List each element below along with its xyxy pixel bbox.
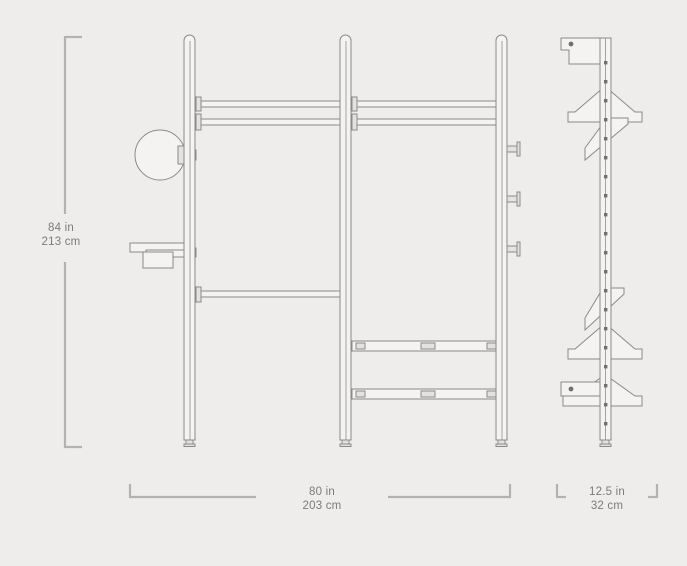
dimension-line-height xyxy=(63,35,82,449)
hanging-rail-upper-left xyxy=(195,96,347,112)
dimension-line-width xyxy=(128,484,512,499)
post-right xyxy=(495,34,508,447)
dimension-depth-metric: 32 cm xyxy=(590,500,624,512)
dimension-height-label: 84 in 213 cm xyxy=(18,221,104,249)
dimension-height-metric: 213 cm xyxy=(41,236,81,248)
perforated-standard xyxy=(599,37,612,447)
hanging-rail-middle-left xyxy=(195,286,347,303)
hanging-rail-second-right xyxy=(351,113,503,131)
side-elevation-view xyxy=(560,37,643,447)
hanging-rail-second-left xyxy=(195,113,347,131)
dimension-width-imperial: 80 in xyxy=(309,486,335,498)
valet-tray xyxy=(129,242,197,269)
hanging-rail-upper-right xyxy=(351,96,503,112)
dimension-width-label: 80 in 203 cm xyxy=(258,485,386,513)
dimension-line-depth xyxy=(555,484,659,499)
post-center xyxy=(339,34,352,447)
dimension-depth-label: 12.5 in 32 cm xyxy=(551,485,663,513)
post-left xyxy=(183,34,196,447)
dimension-width-metric: 203 cm xyxy=(302,500,342,512)
shelf-upper xyxy=(351,340,501,352)
dimension-height-imperial: 84 in xyxy=(48,222,74,234)
bottom-wall-bracket xyxy=(560,381,604,397)
top-wall-bracket xyxy=(560,37,607,65)
dimension-depth-imperial: 12.5 in xyxy=(589,486,625,498)
shelf-lower xyxy=(351,388,501,400)
front-elevation-view xyxy=(129,34,521,447)
standard-holes xyxy=(604,61,608,426)
